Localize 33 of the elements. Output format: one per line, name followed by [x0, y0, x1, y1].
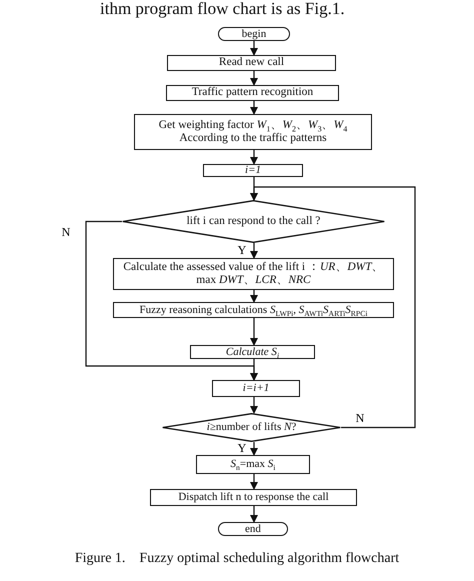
process-box: Dispatch lift n to response the call — [150, 489, 357, 506]
arrow — [250, 506, 258, 523]
arrow — [250, 186, 416, 428]
process-box: Calculate S$_{i}$ — [190, 345, 315, 359]
process-box: i=i+1 — [212, 380, 300, 397]
process-box: Traffic pattern recognition — [166, 85, 339, 101]
edge-label: Y — [236, 244, 248, 256]
decision-diamond: i≥number of lifts N? — [162, 413, 341, 442]
arrow — [250, 290, 258, 303]
figure-caption: Figure 1. Fuzzy optimal scheduling algorithm flowchart — [74, 551, 400, 567]
process-box: i=1 — [203, 164, 303, 177]
edge-label: Y — [236, 442, 248, 454]
process-box: Get weighting factor W$_{1}$、W$_{2}$、W$_{3}$、W$_{4}$ According to the traffic patterns — [134, 114, 372, 150]
process-box: Fuzzy reasoning calculations S$_{LWPi}$, S$_{AWTi}$S$_{ARTi}$S$_{RPCi}$ — [113, 302, 394, 318]
process-box: Calculate the assessed value of the lift i ：UR、DWT、max DWT、LCR、NRC — [113, 258, 394, 290]
process-box: Read new call — [167, 55, 336, 71]
arrow — [250, 243, 258, 259]
arrow — [250, 397, 258, 414]
arrow — [250, 41, 258, 56]
decision-diamond: lift i can respond to the call ? — [122, 200, 385, 243]
terminal-shape: end — [218, 522, 288, 536]
terminal-shape: begin — [218, 27, 290, 41]
edge-label: N — [354, 412, 366, 424]
arrow — [250, 318, 258, 346]
arrow — [85, 220, 258, 381]
arrow — [250, 474, 258, 490]
arrow — [250, 442, 258, 456]
arrow — [250, 101, 258, 115]
arrow — [250, 71, 258, 86]
arrow — [250, 150, 258, 165]
process-box: S$_{n}$=max S$_{i}$ — [196, 455, 310, 474]
body-text: ithm program flow chart is as Fig.1. — [100, 0, 345, 17]
edge-label: N — [60, 226, 72, 238]
